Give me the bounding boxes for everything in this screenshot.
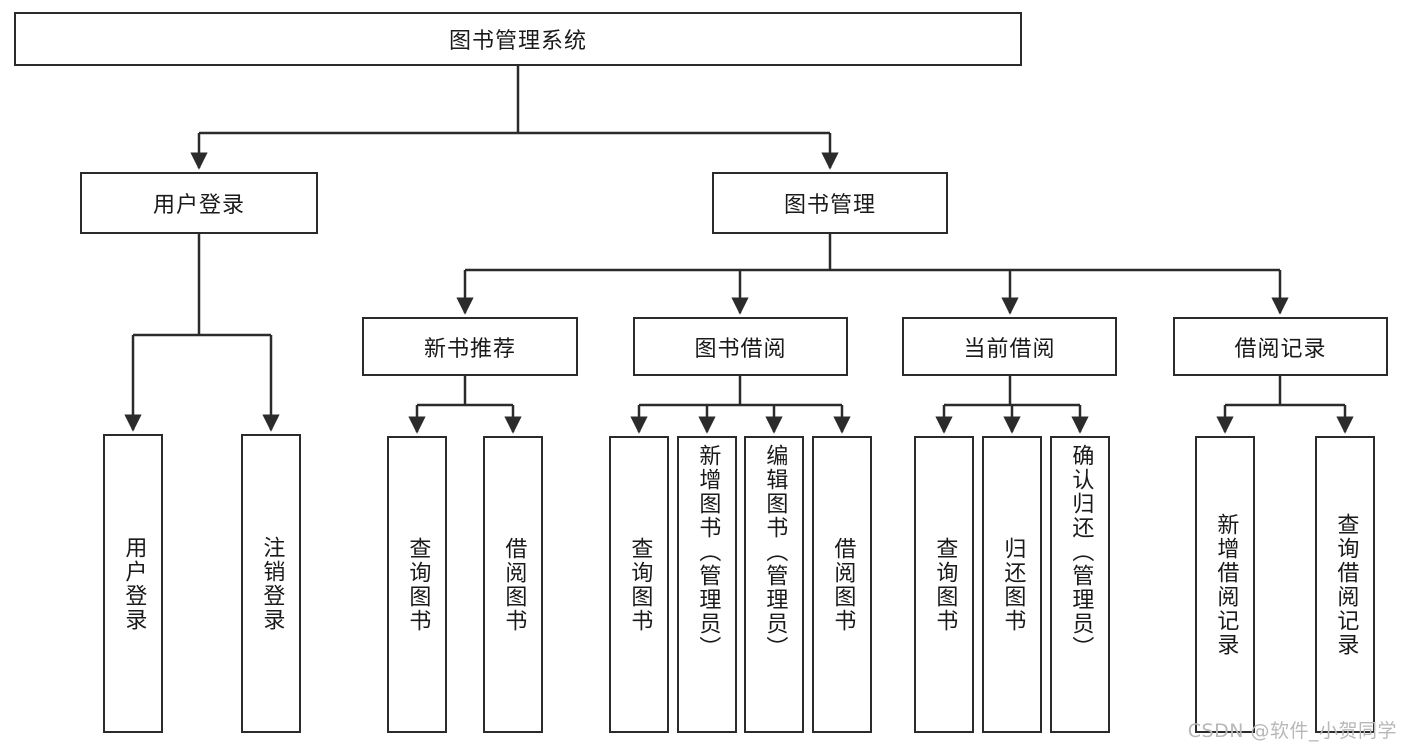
leaf-add-book-admin[interactable]: 新增图书（管理员） — [677, 436, 737, 733]
leaf-borrow-book-newbook[interactable]: 借阅图书 — [483, 436, 543, 733]
node-label: 借阅图书 — [501, 536, 527, 633]
node-borrow-record[interactable]: 借阅记录 — [1173, 317, 1388, 376]
leaf-confirm-return-admin[interactable]: 确认归还（管理员） — [1050, 436, 1110, 733]
node-label: 新增借阅记录 — [1213, 512, 1239, 657]
node-root-book-management-system[interactable]: 图书管理系统 — [14, 12, 1022, 66]
leaf-edit-book-admin[interactable]: 编辑图书（管理员） — [744, 436, 804, 733]
node-label: 查询图书 — [932, 536, 958, 633]
leaf-user-login[interactable]: 用户登录 — [103, 434, 163, 733]
leaf-borrow-book[interactable]: 借阅图书 — [812, 436, 872, 733]
node-new-book-recommend[interactable]: 新书推荐 — [362, 317, 578, 376]
node-label: 确认归还（管理员） — [1068, 444, 1094, 660]
node-label: 查询借阅记录 — [1333, 512, 1359, 657]
node-user-login[interactable]: 用户登录 — [80, 172, 318, 234]
node-label: 新增图书（管理员） — [695, 444, 721, 660]
node-label: 用户登录 — [152, 193, 245, 218]
node-label: 编辑图书（管理员） — [762, 444, 788, 660]
node-label: 图书管理 — [783, 193, 876, 218]
leaf-add-borrow-record[interactable]: 新增借阅记录 — [1195, 436, 1255, 733]
node-current-borrow[interactable]: 当前借阅 — [902, 317, 1117, 376]
node-label: 查询图书 — [405, 536, 431, 633]
node-label: 新书推荐 — [423, 336, 516, 362]
leaf-query-book-current[interactable]: 查询图书 — [914, 436, 974, 733]
leaf-query-borrow-record[interactable]: 查询借阅记录 — [1315, 436, 1375, 733]
node-label: 图书借阅 — [694, 336, 787, 362]
leaf-query-book-newbook[interactable]: 查询图书 — [387, 436, 447, 733]
node-label: 用户登录 — [121, 535, 147, 632]
node-label: 注销登录 — [259, 535, 285, 632]
leaf-return-book[interactable]: 归还图书 — [982, 436, 1042, 733]
leaf-query-book-borrow[interactable]: 查询图书 — [609, 436, 669, 733]
watermark-text: CSDN @软件_小贺同学 — [1187, 720, 1397, 742]
node-label: 当前借阅 — [963, 336, 1056, 362]
node-book-management[interactable]: 图书管理 — [712, 172, 948, 234]
node-label: 借阅记录 — [1234, 336, 1327, 362]
node-label: 查询图书 — [627, 536, 653, 633]
leaf-logout[interactable]: 注销登录 — [241, 434, 301, 733]
node-label: 借阅图书 — [830, 536, 856, 633]
node-label: 图书管理系统 — [448, 29, 587, 54]
node-book-borrow[interactable]: 图书借阅 — [633, 317, 848, 376]
node-label: 归还图书 — [1000, 536, 1026, 633]
